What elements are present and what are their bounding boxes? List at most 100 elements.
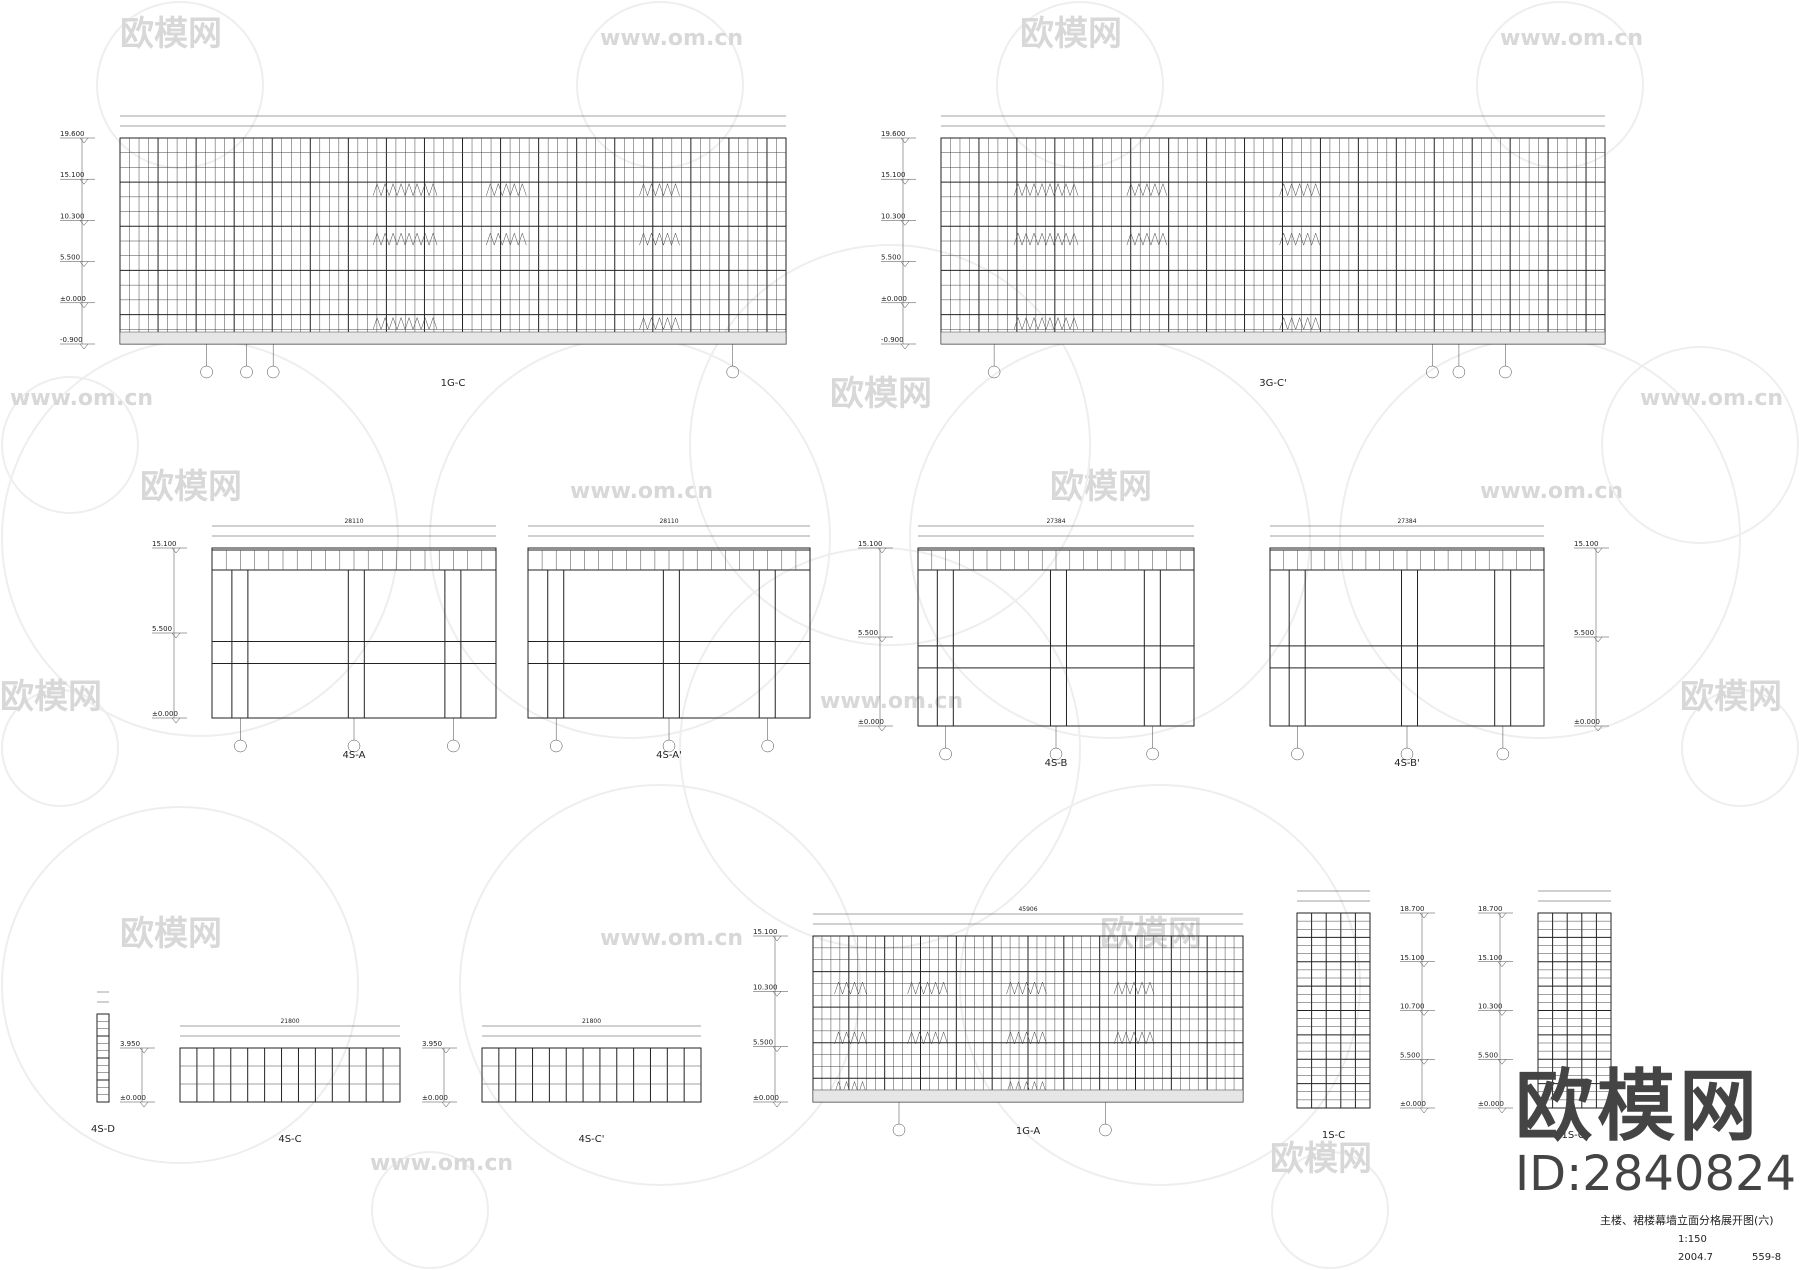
watermark-text: www.om.cn [1500,26,1643,51]
drawing-label: 4S-B [1045,758,1068,769]
opening-vent-icon [1013,316,1079,331]
level-label: 15.100 [1478,954,1503,962]
elevation-outline [527,547,811,719]
elevation-4s-d: 4S-D [91,991,115,1135]
axis-bubble [266,365,280,379]
level-label: ±0.000 [1574,718,1600,726]
level-label: ±0.000 [881,295,907,303]
opening-vent-icon [1006,1031,1047,1045]
level-label: 5.500 [60,254,80,262]
level-marker-icon [171,717,181,724]
title-block-title: 主楼、裙楼幕墙立面分格展开图(六) [1600,1213,1774,1227]
axis-bubble [987,365,1001,379]
axis-bubble [1099,1123,1112,1137]
level-marker-icon [441,1047,451,1054]
column-cladding [758,569,776,719]
watermark-item: www.om.cn [1601,346,1799,544]
opening-vent-icon [1279,182,1320,197]
level-label: 15.100 [60,171,85,179]
level-label: 15.100 [858,540,883,548]
level-marker-icon [1419,961,1429,968]
watermark-text: www.om.cn [1640,386,1783,411]
watermark-item: 欧模网 [689,244,1091,646]
dimension-total: 21800 [582,1018,601,1025]
watermark-text: www.om.cn [600,26,743,51]
level-label: 18.700 [1478,905,1503,913]
opening-vent-icon [639,316,680,331]
drawing-label: 4S-C [278,1134,301,1145]
level-label: 10.700 [1400,1003,1425,1011]
axis-bubble [447,739,460,753]
watermark-text: www.om.cn [570,479,713,504]
dimension-total: 28110 [659,518,678,525]
axis-bubble [1146,747,1159,761]
watermark-brand: 欧模网 [1515,1062,1762,1152]
axis-bubble [1499,365,1512,379]
drawing-label: 4S-D [91,1124,115,1135]
level-marker-icon [79,220,89,226]
elevation-outline [1269,547,1545,727]
level-marker-icon [441,1101,451,1108]
dimension-total: 21800 [280,1018,299,1025]
watermark-text: www.om.cn [820,689,963,714]
level-marker-icon [1497,1010,1507,1016]
axis-bubble [234,739,247,753]
opening-vent-icon [907,1031,948,1045]
level-label: 5.500 [753,1039,773,1047]
title-block: 主楼、裙楼幕墙立面分格展开图(六) 1:150 2004.7 559-8 [1600,1213,1781,1263]
drawing-label: 4S-A' [656,750,682,761]
column-cladding [662,569,680,719]
watermark-item: www.om.cn [1476,1,1644,169]
watermark-text: 欧模网 [140,467,242,507]
level-label: 18.700 [1400,905,1425,913]
watermark-text: www.om.cn [1480,479,1623,504]
level-label: 5.500 [152,625,172,633]
level-marker-icon [1593,725,1603,732]
level-label: 3.950 [422,1040,442,1048]
watermark-arc [1601,346,1799,544]
level-label: ±0.000 [422,1094,448,1102]
level-label: 15.100 [753,928,778,936]
drawing-label: 1S-C' [1561,1130,1587,1141]
drawing-label: 1S-C [1322,1130,1345,1141]
level-marker-icon [772,1046,782,1053]
level-marker-icon [1497,1107,1507,1114]
level-label: ±0.000 [1400,1100,1426,1108]
watermark-text: www.om.cn [10,386,153,411]
column-cladding [1401,569,1419,727]
opening-vent-icon [372,316,438,331]
level-label: 3.950 [120,1040,140,1048]
level-marker-icon [900,220,910,226]
level-marker-icon [772,935,782,942]
level-marker-icon [900,261,910,268]
watermark-arc [1,376,139,514]
level-marker-icon [79,137,89,144]
dimension-total: 45906 [1018,906,1037,913]
watermark-item: www.om.cn [1,376,153,514]
axis-bubble [1400,747,1414,761]
opening-vent-icon [639,232,680,246]
watermark-item: 欧模网 [959,784,1361,1186]
column-cladding [231,569,249,719]
opening-vent-icon [834,1031,867,1045]
column-cladding [936,569,954,727]
watermark-arc [96,1,264,169]
title-block-scale: 1:150 [1678,1234,1707,1245]
opening-vent-icon [1013,182,1079,197]
level-label: ±0.000 [858,718,884,726]
watermark-item: www.om.cn [459,784,861,1186]
level-marker-icon [1419,1059,1429,1065]
watermark-item: 欧模网 [996,1,1164,169]
level-label: 19.600 [60,130,85,138]
opening-vent-icon [907,981,948,995]
watermark-arc [576,1,744,169]
drawing-label: 4S-B' [1394,758,1420,769]
axis-bubble [347,739,361,753]
